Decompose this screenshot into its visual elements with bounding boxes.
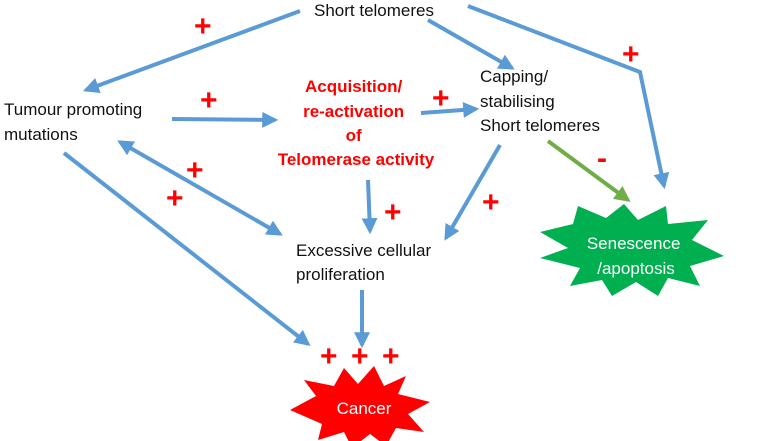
sign-telomerase-to-proliferation: + (384, 196, 402, 229)
sign-telomeres-to-tumour: + (194, 10, 212, 43)
edge-telomeres-to-tumour (82, 9, 301, 94)
edge-telomerase-to-proliferation (361, 179, 378, 235)
node-telomerase: Acquisition/ re-activation of Telomerase… (278, 77, 435, 169)
sign-telomerase-to-capping: + (432, 82, 450, 115)
cancer-burst (290, 366, 430, 441)
edge-tumour-to-cancer (62, 151, 311, 346)
senescence-burst (540, 204, 724, 296)
edge-telomeres-to-senescence (467, 4, 670, 190)
node-senescence: Senescence /apoptosis (587, 234, 685, 278)
node-tumour-promoting: Tumour promoting mutations (4, 100, 147, 144)
cancer-signs: + + + (320, 340, 400, 373)
edge-telomeres-to-capping (427, 18, 515, 70)
node-short-telomeres: Short telomeres (314, 1, 434, 20)
edge-tumour-to-telomerase (171, 111, 279, 128)
sign-tumour-to-telomerase: + (200, 84, 218, 117)
sign-telomeres-to-senescence: + (622, 38, 640, 71)
edge-tumour-proliferation (117, 140, 283, 236)
sign-capping-to-senescence: - (597, 142, 607, 175)
sign-capping-to-proliferation: + (482, 186, 500, 219)
edge-capping-to-senescence (546, 139, 631, 202)
node-cancer: Cancer (337, 399, 392, 418)
node-capping: Capping/ stabilising Short telomeres (480, 67, 600, 135)
sign-tumour-proliferation-a: + (186, 154, 204, 187)
edge-capping-to-proliferation (444, 143, 502, 241)
sign-tumour-proliferation-b: + (166, 182, 184, 215)
node-proliferation: Excessive cellular proliferation (296, 241, 436, 284)
edge-telomerase-to-capping (420, 101, 480, 118)
